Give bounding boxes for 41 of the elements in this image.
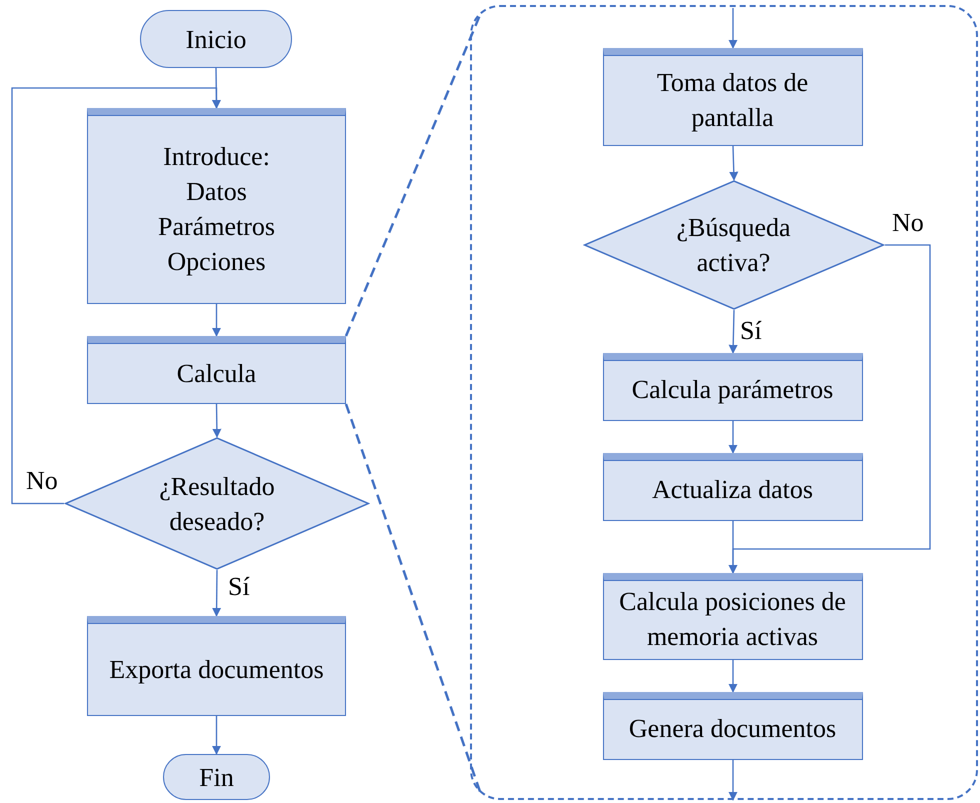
arrow (212, 716, 222, 755)
process-box (87, 108, 346, 304)
arrow (728, 244, 931, 574)
process-box (87, 616, 346, 716)
node-text: ¿Resultado deseado? (158, 470, 276, 538)
node-text: Exporta documentos (109, 654, 324, 686)
node-text: Fin (199, 762, 234, 794)
detail-frame (470, 5, 978, 800)
node-text: Opciones (167, 246, 266, 278)
node-text: Toma datos de pantalla (656, 66, 810, 134)
node-text: Calcula (176, 358, 256, 390)
arrow (728, 421, 738, 454)
process-box (602, 48, 862, 146)
arrow (728, 660, 738, 693)
process-box (602, 692, 862, 760)
node-text: Parámetros (158, 211, 275, 243)
node-text: Calcula posiciones de memoria activas (618, 586, 847, 653)
node-text: Actualiza datos (652, 474, 813, 506)
process-box (602, 572, 862, 660)
decision-diamond (64, 437, 370, 570)
arrow (212, 404, 222, 438)
arrow (212, 570, 222, 617)
node-text: ¿Búsqueda activa? (675, 212, 792, 278)
node-text: Genera documentos (628, 713, 836, 745)
process-box (602, 452, 862, 520)
terminal-shape (163, 754, 270, 800)
node-text: Inicio (186, 24, 246, 56)
node-text: Calcula parámetros (632, 374, 834, 406)
node-text: Introduce: (163, 141, 270, 173)
arrow (728, 310, 738, 354)
process-box (87, 336, 346, 404)
process-box (602, 352, 862, 420)
node-text: Datos (186, 176, 247, 208)
arrow (728, 8, 738, 49)
arrow (729, 146, 738, 181)
zoom-line (344, 404, 482, 792)
zoom-line (344, 14, 482, 336)
arrow (212, 304, 222, 337)
arrow (728, 760, 738, 801)
decision-diamond (582, 180, 884, 310)
arrow (11, 87, 222, 504)
